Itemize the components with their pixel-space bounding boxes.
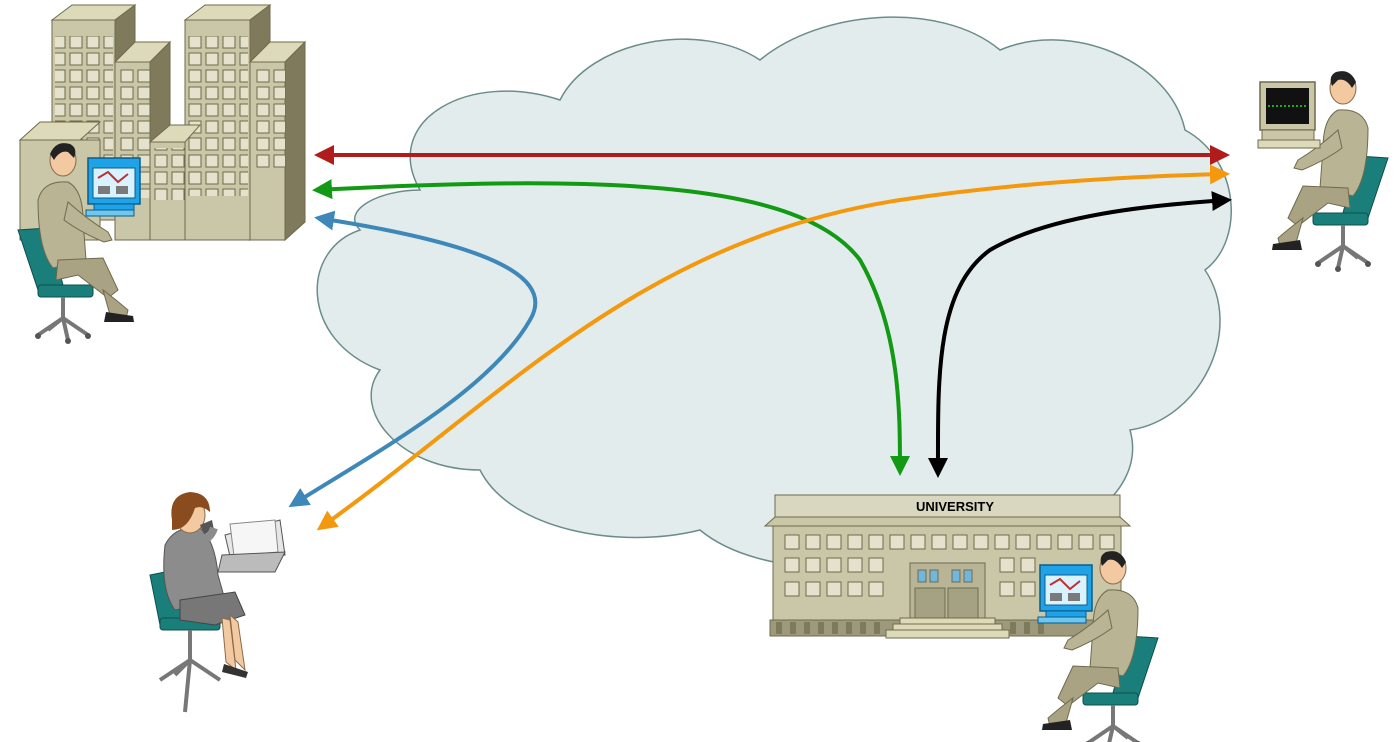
link-university-remote: [927, 191, 1232, 478]
workstation-icon: [85, 157, 141, 217]
network-cloud: [316, 16, 1232, 569]
workstation-icon: [1037, 564, 1093, 624]
connections: [288, 145, 1232, 531]
university-sign: UNIVERSITY: [916, 499, 994, 514]
mobile-user-icon: [149, 492, 286, 713]
terminal-icon: [1257, 81, 1321, 149]
link-mobile-remote: [316, 164, 1230, 531]
